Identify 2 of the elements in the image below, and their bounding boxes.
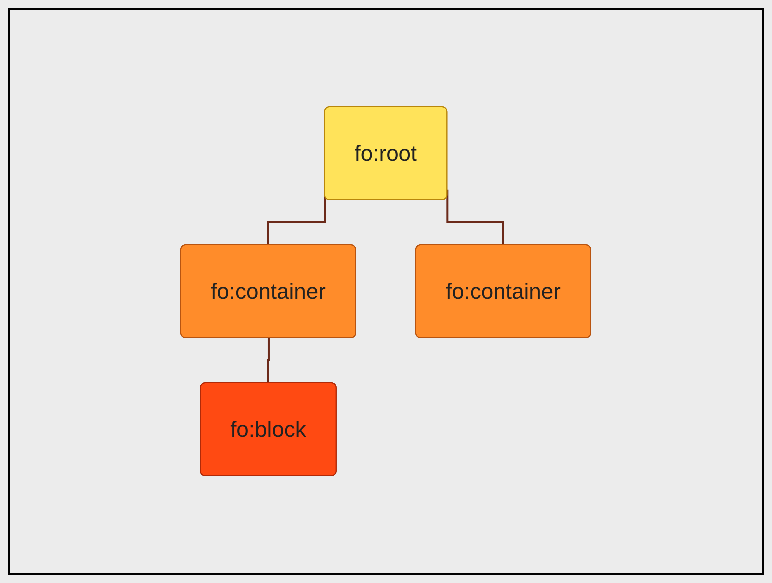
connector [446,190,505,246]
connector [268,338,270,384]
